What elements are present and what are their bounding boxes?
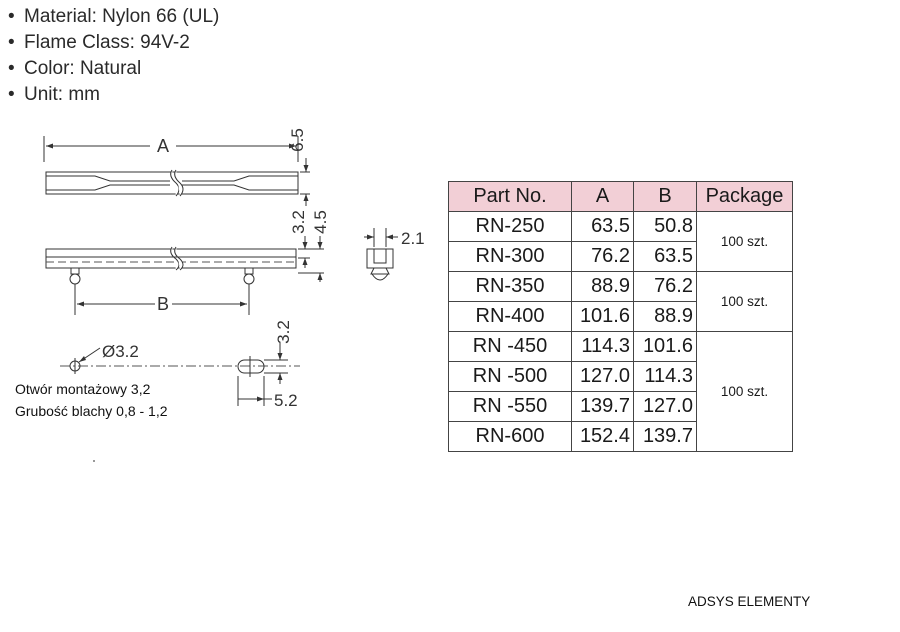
table-row: RN -450 114.3 101.6 100 szt.	[448, 331, 793, 452]
spec-list: Material: Nylon 66 (UL) Flame Class: 94V…	[8, 4, 219, 108]
part-number: RN -500	[448, 361, 572, 392]
dim-slot-width-label: 5.2	[274, 391, 298, 410]
table-row: RN-250 63.5 50.8 100 szt.	[448, 211, 793, 272]
value-b: 50.8	[633, 211, 697, 242]
side-view: B 3.2 4.5	[45, 210, 330, 315]
table-row: RN-600 152.4 139.7	[448, 421, 793, 452]
company-name: ADSYS ELEMENTY	[688, 594, 811, 609]
value-b: 114.3	[633, 361, 697, 392]
value-b: 88.9	[633, 301, 697, 332]
dim-4-5-label: 4.5	[311, 210, 330, 234]
value-b: 76.2	[633, 271, 697, 302]
dim-slot-height-label: 3.2	[274, 320, 293, 344]
spec-unit: Unit: mm	[8, 82, 219, 108]
header-part-no: Part No.	[448, 181, 572, 212]
part-number: RN-400	[448, 301, 572, 332]
table-row: RN -500 127.0 114.3	[448, 361, 793, 392]
value-b: 101.6	[633, 331, 697, 362]
value-a: 63.5	[571, 211, 634, 242]
mounting-hole-note: Otwór montażowy 3,2	[15, 381, 151, 397]
dim-a-label: A	[157, 136, 169, 156]
table-header-row: Part No. A B Package	[448, 181, 793, 212]
value-a: 76.2	[571, 241, 634, 272]
table-row: RN-400 101.6 88.9	[448, 301, 793, 332]
value-b: 63.5	[633, 241, 697, 272]
speck	[93, 460, 95, 462]
part-number: RN-300	[448, 241, 572, 272]
package-qty: 100 szt.	[696, 331, 793, 452]
table-row: RN-300 76.2 63.5	[448, 241, 793, 272]
value-a: 101.6	[571, 301, 634, 332]
top-view: A 6.5	[43, 128, 310, 206]
parts-table: Part No. A B Package RN-250 63.5 50.8 10…	[448, 181, 793, 452]
package-qty: 100 szt.	[696, 271, 793, 332]
header-a: A	[571, 181, 634, 212]
part-number: RN-250	[448, 211, 572, 242]
spec-color: Color: Natural	[8, 56, 219, 82]
sheet-thickness-note: Grubość blachy 0,8 - 1,2	[15, 403, 168, 419]
dim-hole-label: Ø3.2	[102, 342, 139, 361]
part-number: RN -450	[448, 331, 572, 362]
dim-2-1-label: 2.1	[401, 229, 425, 248]
part-number: RN -550	[448, 391, 572, 422]
spec-flame-class: Flame Class: 94V-2	[8, 30, 219, 56]
dim-6-5-label: 6.5	[288, 128, 307, 152]
end-view: 2.1	[364, 228, 425, 281]
dim-3-2-label: 3.2	[289, 210, 308, 234]
table-row: RN-350 88.9 76.2 100 szt.	[448, 271, 793, 332]
value-a: 139.7	[571, 391, 634, 422]
part-number: RN-350	[448, 271, 572, 302]
header-b: B	[633, 181, 697, 212]
value-a: 88.9	[571, 271, 634, 302]
package-qty: 100 szt.	[696, 211, 793, 272]
value-a: 114.3	[571, 331, 634, 362]
mounting-hole-view: Ø3.2 3.2 5.2	[60, 320, 300, 410]
technical-drawing: A 6.5 B	[43, 128, 425, 410]
value-a: 152.4	[571, 421, 634, 452]
spec-material: Material: Nylon 66 (UL)	[8, 4, 219, 30]
header-package: Package	[696, 181, 793, 212]
value-b: 127.0	[633, 391, 697, 422]
value-b: 139.7	[633, 421, 697, 452]
part-number: RN-600	[448, 421, 572, 452]
dim-b-label: B	[157, 294, 169, 314]
value-a: 127.0	[571, 361, 634, 392]
